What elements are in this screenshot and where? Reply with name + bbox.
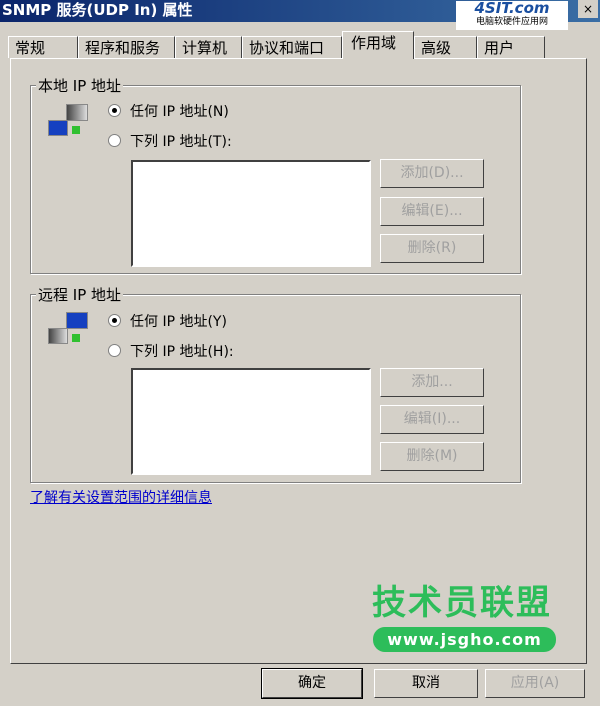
tab-protocols[interactable]: 协议和端口 <box>242 36 342 58</box>
local-any-label[interactable]: 任何 IP 地址(N) <box>130 104 229 120</box>
watermark-4sit: 4SIT.com 电脑软硬件应用网 <box>456 1 568 30</box>
local-remove-button[interactable]: 删除(R) <box>380 234 484 263</box>
tab-users[interactable]: 用户 <box>477 36 545 58</box>
tab-computers[interactable]: 计算机 <box>175 36 242 58</box>
tab-advanced[interactable]: 高级 <box>414 36 477 58</box>
local-any-radio[interactable] <box>108 104 121 117</box>
apply-button[interactable]: 应用(A) <box>485 669 585 698</box>
remote-these-label[interactable]: 下列 IP 地址(H): <box>130 344 234 360</box>
watermark-jsgho-url: www.jsgho.com <box>373 627 556 652</box>
local-these-label[interactable]: 下列 IP 地址(T): <box>130 134 232 150</box>
remote-any-label[interactable]: 任何 IP 地址(Y) <box>130 314 227 330</box>
window-title: SNMP 服务(UDP In) 属性 <box>2 1 193 19</box>
remote-these-radio[interactable] <box>108 344 121 357</box>
close-button[interactable]: × <box>578 0 598 18</box>
remote-ip-list[interactable] <box>131 368 371 475</box>
watermark-jsgho: 技术员联盟 <box>372 583 552 623</box>
remote-ip-group <box>30 294 521 483</box>
title-bar: SNMP 服务(UDP In) 属性 <box>0 0 600 22</box>
local-ip-list[interactable] <box>131 160 371 267</box>
remote-add-button[interactable]: 添加... <box>380 368 484 397</box>
local-edit-button[interactable]: 编辑(E)... <box>380 197 484 226</box>
remote-any-radio[interactable] <box>108 314 121 327</box>
local-add-button[interactable]: 添加(D)... <box>380 159 484 188</box>
ok-button[interactable]: 确定 <box>261 668 363 699</box>
network-computers-icon <box>46 312 92 352</box>
local-these-radio[interactable] <box>108 134 121 147</box>
local-ip-group <box>30 85 521 274</box>
tab-programs[interactable]: 程序和服务 <box>78 36 175 58</box>
local-ip-legend: 本地 IP 地址 <box>36 75 124 96</box>
cancel-button[interactable]: 取消 <box>374 669 478 698</box>
remote-edit-button[interactable]: 编辑(I)... <box>380 405 484 434</box>
tab-panel <box>10 58 587 664</box>
network-computers-icon <box>46 104 92 144</box>
tab-general[interactable]: 常规 <box>8 36 78 58</box>
remote-ip-legend: 远程 IP 地址 <box>36 284 124 305</box>
remote-remove-button[interactable]: 删除(M) <box>380 442 484 471</box>
tab-scope[interactable]: 作用域 <box>342 31 414 59</box>
learn-more-link[interactable]: 了解有关设置范围的详细信息 <box>30 490 212 506</box>
